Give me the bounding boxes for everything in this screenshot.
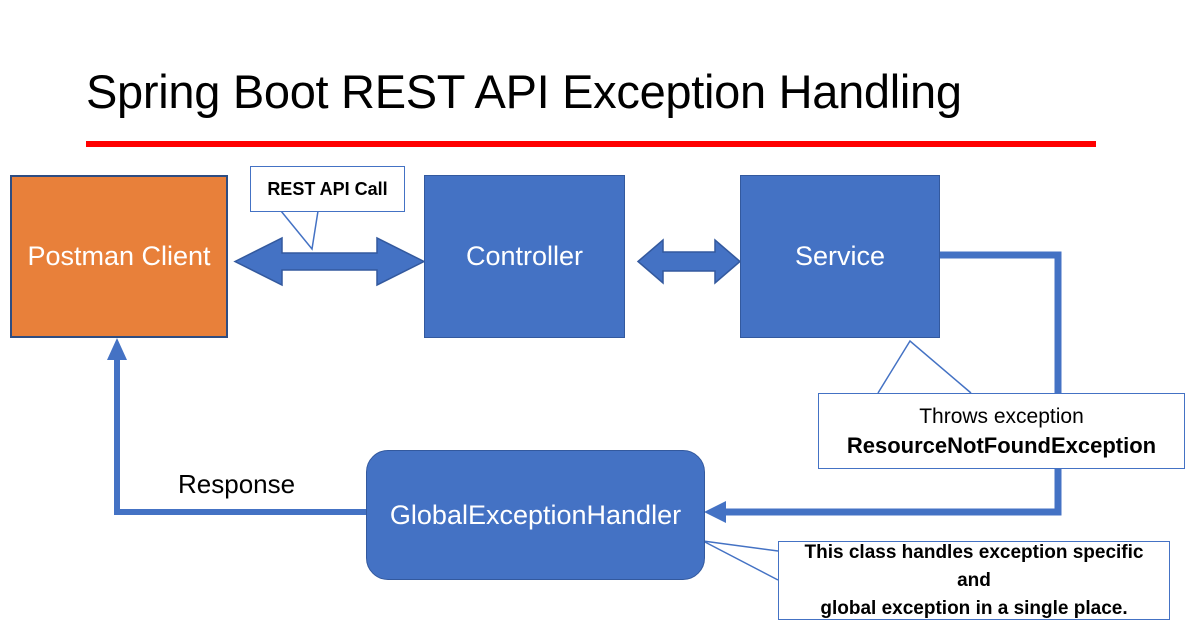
callout-rest-api-call-text: REST API Call: [267, 178, 388, 199]
node-postman-client-label: Postman Client: [27, 241, 211, 271]
arrow-handler-client: [114, 358, 366, 515]
node-global-exception-handler-label: GlobalExceptionHandler: [389, 499, 682, 530]
node-service-label: Service: [794, 241, 886, 271]
callout-global-handler-note: This class handles exception specific an…: [778, 541, 1170, 620]
node-service[interactable]: Service: [740, 175, 940, 338]
arrowhead-service-handler: [704, 501, 726, 523]
callout-global-handler-note-line2: global exception in a single place.: [820, 597, 1128, 619]
arrow-controller-service: [636, 238, 742, 285]
callout-tail-rest-api-call: [280, 210, 319, 251]
node-postman-client[interactable]: Postman Client: [10, 175, 228, 338]
arrow-client-controller: [233, 236, 426, 287]
callout-throws-line1: Throws exception: [919, 405, 1084, 428]
callout-tail-throws: [877, 339, 972, 394]
edge-label-response: Response: [178, 469, 296, 499]
title-underline-rule: [86, 141, 1096, 147]
callout-throws-exception: Throws exception ResourceNotFoundExcepti…: [818, 393, 1185, 469]
arrowhead-handler-client: [107, 338, 127, 360]
callout-rest-api-call: REST API Call: [250, 166, 405, 212]
node-global-exception-handler[interactable]: GlobalExceptionHandler: [366, 450, 705, 580]
node-controller[interactable]: Controller: [424, 175, 625, 338]
arrow-service-handler: [722, 251, 1062, 516]
page-title: Spring Boot REST API Exception Handling: [86, 65, 962, 118]
callout-throws-exception-name: ResourceNotFoundException: [846, 433, 1157, 458]
callout-tail-global-note: [702, 540, 779, 581]
callout-global-handler-note-line1: This class handles exception specific an…: [804, 541, 1144, 591]
node-controller-label: Controller: [465, 241, 584, 271]
